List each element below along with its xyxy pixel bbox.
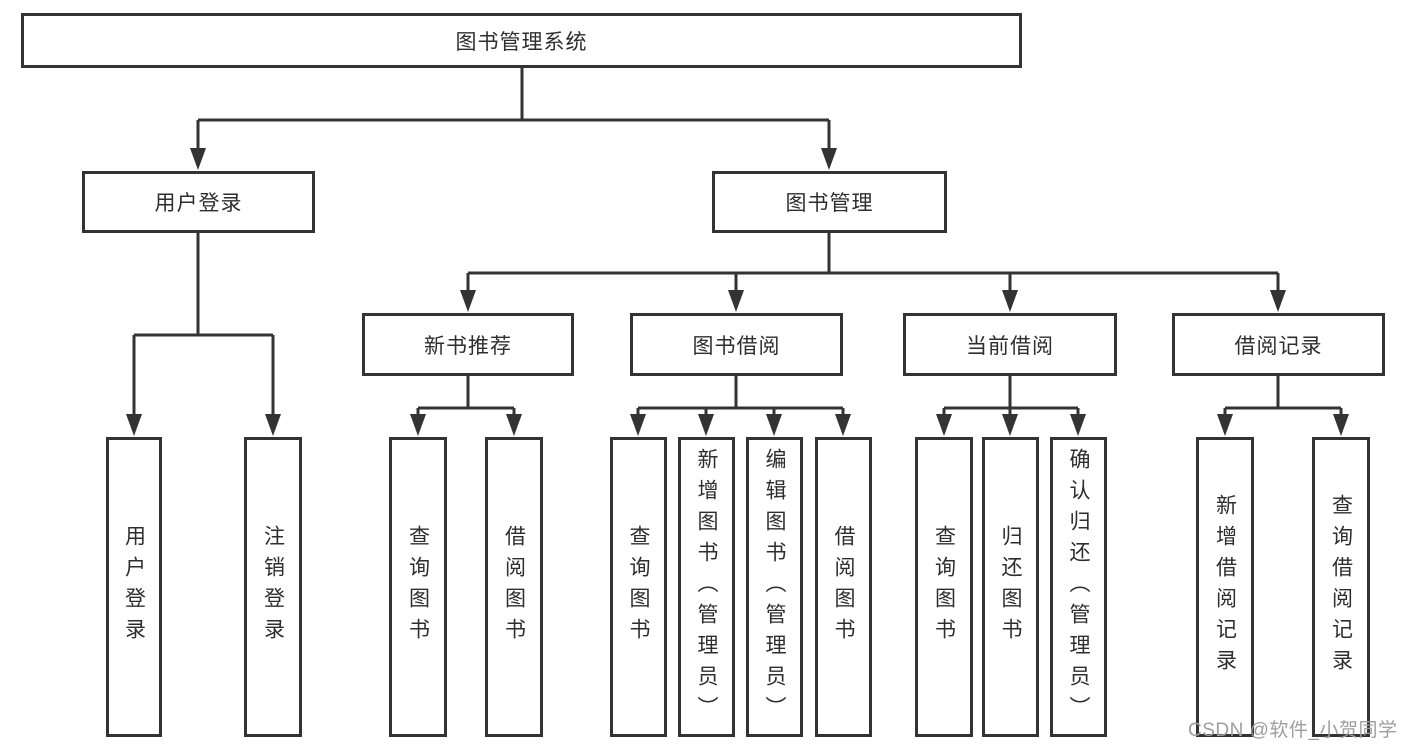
leaf-edit-book-admin-label: 编辑图书（管理员） [763,447,786,727]
arrowhead-icon [936,414,952,436]
arrowhead-icon [1270,290,1286,312]
arrowhead-icon [506,414,522,436]
arrowhead-icon [698,414,714,436]
csdn-watermark: CSDN @软件_小贺同学 [1188,720,1398,741]
branch-user-login: 用户登录 [82,171,315,233]
group-current-borrow-label: 当前借阅 [966,334,1054,358]
arrowhead-icon [835,414,851,436]
leaf-confirm-return-admin: 确认归还（管理员） [1050,437,1107,737]
group-borrow-records: 借阅记录 [1172,313,1385,376]
leaf-logout: 注销登录 [244,437,302,737]
leaf-return-book: 归还图书 [982,437,1039,737]
arrowhead-icon [1217,414,1233,436]
leaf-edit-book-admin: 编辑图书（管理员） [746,437,803,737]
arrowhead-icon [766,414,782,436]
arrowhead-icon [126,414,142,436]
group-new-book-recommend: 新书推荐 [362,313,574,376]
arrowhead-icon [630,414,646,436]
leaf-add-borrow-record-label: 新增借阅记录 [1213,494,1237,680]
leaf-query-books-borrow-label: 查询图书 [627,525,650,649]
group-book-borrow: 图书借阅 [630,313,843,376]
leaf-user-login: 用户登录 [106,437,162,737]
leaf-query-books-recommend-label: 查询图书 [406,525,430,649]
leaf-add-book-admin: 新增图书（管理员） [678,437,735,737]
arrowhead-icon [821,148,837,170]
leaf-borrow-books-recommend-label: 借阅图书 [502,525,526,649]
branch-user-login-label: 用户登录 [154,192,243,215]
arrowhead-icon [1002,414,1018,436]
leaf-query-books-current: 查询图书 [915,437,973,737]
group-new-book-recommend-label: 新书推荐 [424,334,512,358]
leaf-query-books-borrow: 查询图书 [610,437,667,737]
arrowhead-icon [1333,414,1349,436]
arrowhead-icon [410,414,426,436]
arrowhead-icon [460,290,476,312]
branch-book-management: 图书管理 [712,171,947,233]
leaf-logout-label: 注销登录 [261,525,285,649]
leaf-add-book-admin-label: 新增图书（管理员） [695,447,718,727]
arrowhead-icon [1070,414,1086,436]
arrowhead-icon [728,290,744,312]
branch-book-management-label: 图书管理 [785,192,874,215]
leaf-query-borrow-record: 查询借阅记录 [1312,437,1370,737]
group-book-borrow-label: 图书借阅 [692,334,781,358]
leaf-query-borrow-record-label: 查询借阅记录 [1329,494,1353,680]
arrowhead-icon [190,148,206,170]
group-current-borrow: 当前借阅 [903,313,1117,376]
group-borrow-records-label: 借阅记录 [1234,334,1323,358]
arrowhead-icon [1002,290,1018,312]
arrowhead-icon [265,414,281,436]
leaf-borrow-books-recommend: 借阅图书 [485,437,543,737]
leaf-borrow-books-label: 借阅图书 [832,525,855,649]
root-node: 图书管理系统 [21,13,1022,68]
leaf-query-books-recommend: 查询图书 [389,437,447,737]
root-node-label: 图书管理系统 [455,30,588,54]
leaf-query-books-current-label: 查询图书 [932,525,956,649]
leaf-borrow-books: 借阅图书 [815,437,872,737]
leaf-confirm-return-admin-label: 确认归还（管理员） [1067,447,1090,727]
leaf-return-book-label: 归还图书 [999,525,1022,649]
leaf-add-borrow-record: 新增借阅记录 [1196,437,1254,737]
leaf-user-login-label: 用户登录 [122,525,146,649]
